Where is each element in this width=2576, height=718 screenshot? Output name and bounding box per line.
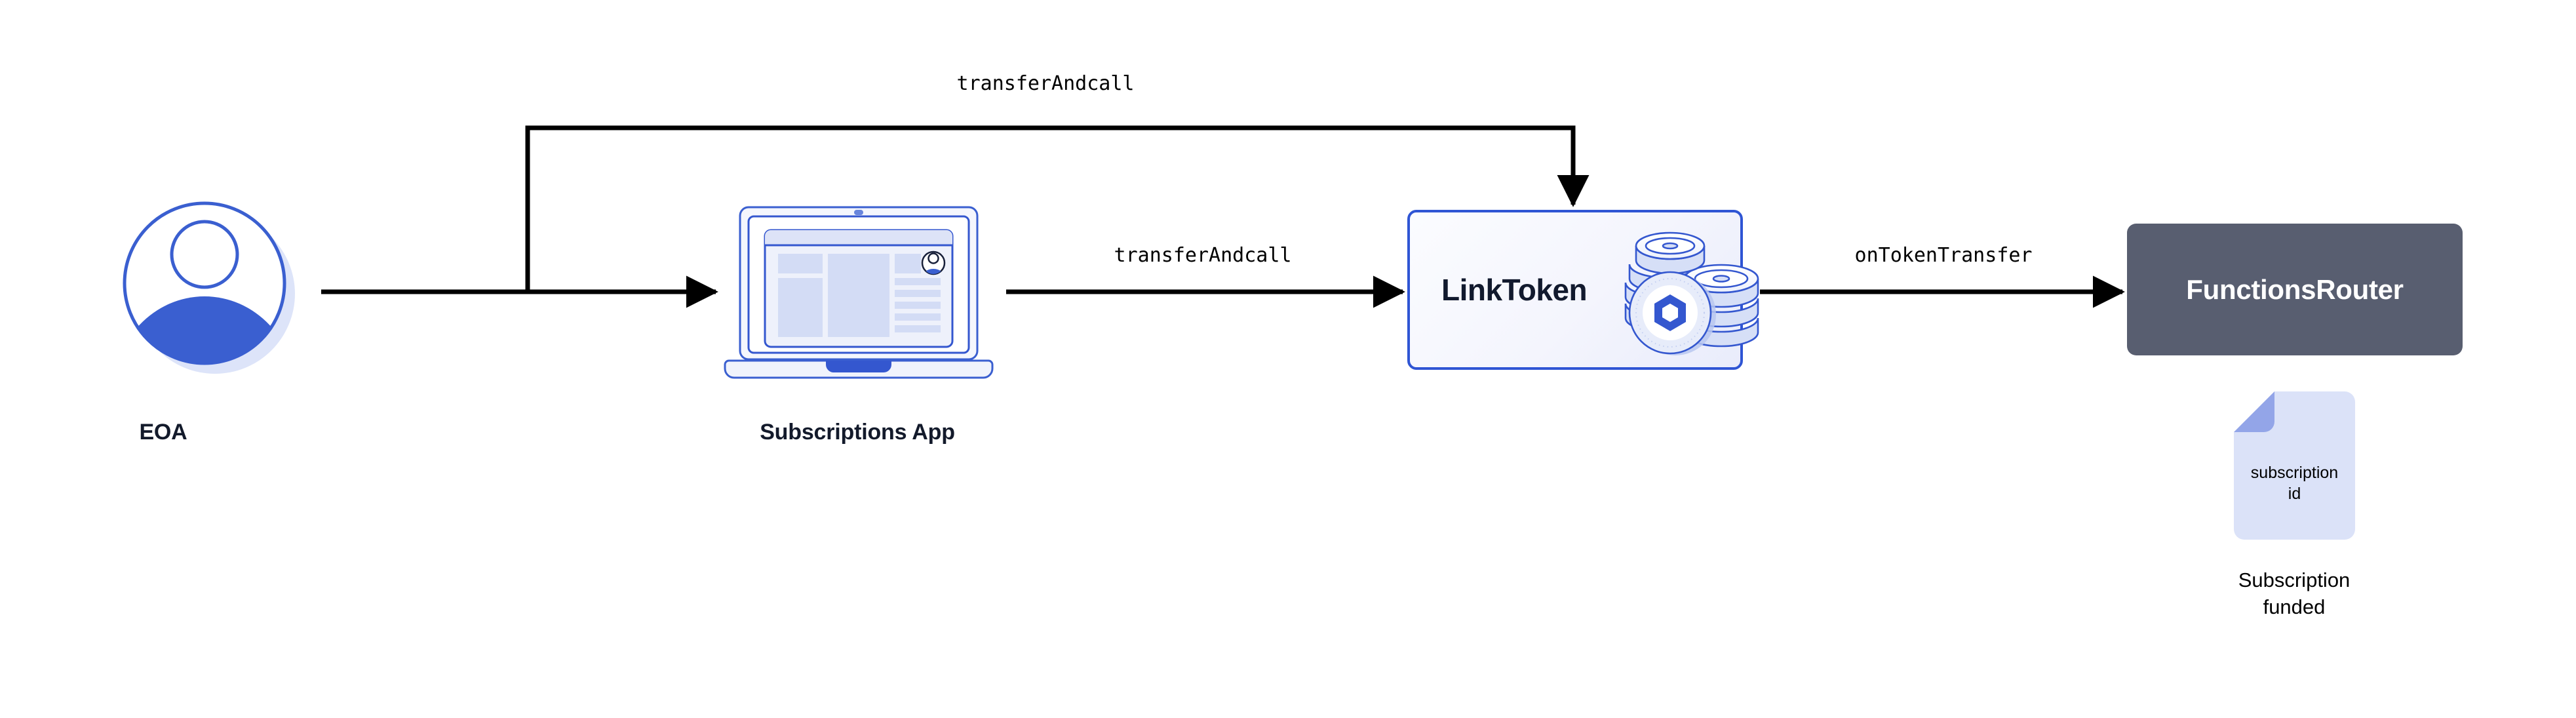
edge-label-transfer-and-call-top: transferAndcall <box>956 72 1135 95</box>
edge-label-transfer-and-call-mid: transferAndcall <box>1114 244 1292 267</box>
functionsrouter-node[interactable]: FunctionsRouter <box>2127 224 2463 355</box>
edge-label-on-token-transfer: onTokenTransfer <box>1854 244 2033 267</box>
linktoken-label: LinkToken <box>1441 273 1588 307</box>
laptop-icon <box>724 206 994 379</box>
subscriptions-app-node[interactable] <box>724 201 994 383</box>
document-icon <box>2234 391 2355 540</box>
link-coin-stack-icon <box>1607 213 1768 364</box>
eoa-label: EOA <box>139 420 187 445</box>
user-avatar-icon <box>123 201 295 374</box>
eoa-node[interactable] <box>118 197 302 380</box>
subscription-id-text: subscription id <box>2250 464 2339 503</box>
functionsrouter-label: FunctionsRouter <box>2186 273 2404 305</box>
app-user-avatar-icon <box>921 250 946 275</box>
subscription-id-document: subscription id <box>2234 391 2355 540</box>
subscription-funded-caption: Subscription funded <box>2238 568 2351 618</box>
subscriptions-app-label: Subscriptions App <box>760 420 955 445</box>
chainlink-hexagon-icon <box>1654 294 1686 331</box>
edge-eoa-to-linktoken <box>525 125 1590 292</box>
